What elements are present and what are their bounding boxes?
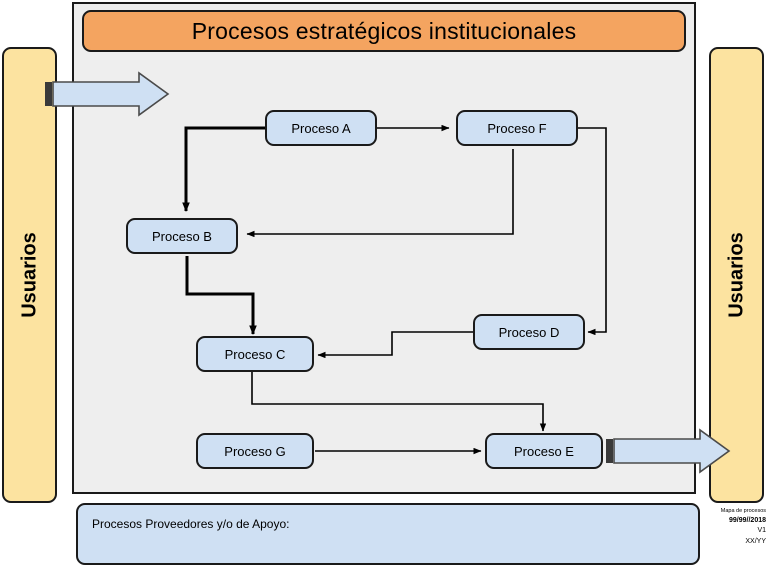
- lane-usuarios-left: Usuarios: [2, 47, 57, 503]
- footer-support-processes-label: Procesos Proveedores y/o de Apoyo:: [92, 517, 290, 531]
- lane-usuarios-left-label: Usuarios: [18, 232, 40, 318]
- process-box-d[interactable]: Proceso D: [473, 314, 585, 350]
- process-box-b-label: Proceso B: [152, 228, 212, 244]
- page-title: Procesos estratégicos institucionales: [82, 10, 686, 52]
- process-box-d-label: Proceso D: [498, 324, 560, 340]
- metadata-version: V1: [757, 527, 766, 535]
- process-box-a[interactable]: Proceso A: [265, 110, 377, 146]
- input-block-arrow: [45, 71, 170, 117]
- process-box-g-label: Proceso G: [224, 443, 286, 459]
- metadata-title: Mapa de procesos: [720, 508, 766, 514]
- process-box-e[interactable]: Proceso E: [485, 433, 603, 469]
- process-box-f[interactable]: Proceso F: [456, 110, 578, 146]
- process-box-g[interactable]: Proceso G: [196, 433, 314, 469]
- process-box-f-label: Proceso F: [487, 120, 547, 136]
- process-box-e-label: Proceso E: [514, 443, 574, 459]
- process-box-c[interactable]: Proceso C: [196, 336, 314, 372]
- metadata-date: 99/99//2018: [729, 516, 766, 524]
- metadata-page: XX/YY: [745, 538, 766, 546]
- lane-usuarios-right-label: Usuarios: [725, 232, 747, 318]
- output-block-arrow: [606, 428, 731, 474]
- footer-support-processes-box[interactable]: Procesos Proveedores y/o de Apoyo:: [76, 503, 700, 565]
- process-box-b[interactable]: Proceso B: [126, 218, 238, 254]
- document-metadata: Mapa de procesos 99/99//2018 V1 XX/YY: [700, 507, 766, 548]
- process-box-c-label: Proceso C: [224, 346, 286, 362]
- process-box-a-label: Proceso A: [291, 120, 351, 136]
- lane-usuarios-right: Usuarios: [709, 47, 764, 503]
